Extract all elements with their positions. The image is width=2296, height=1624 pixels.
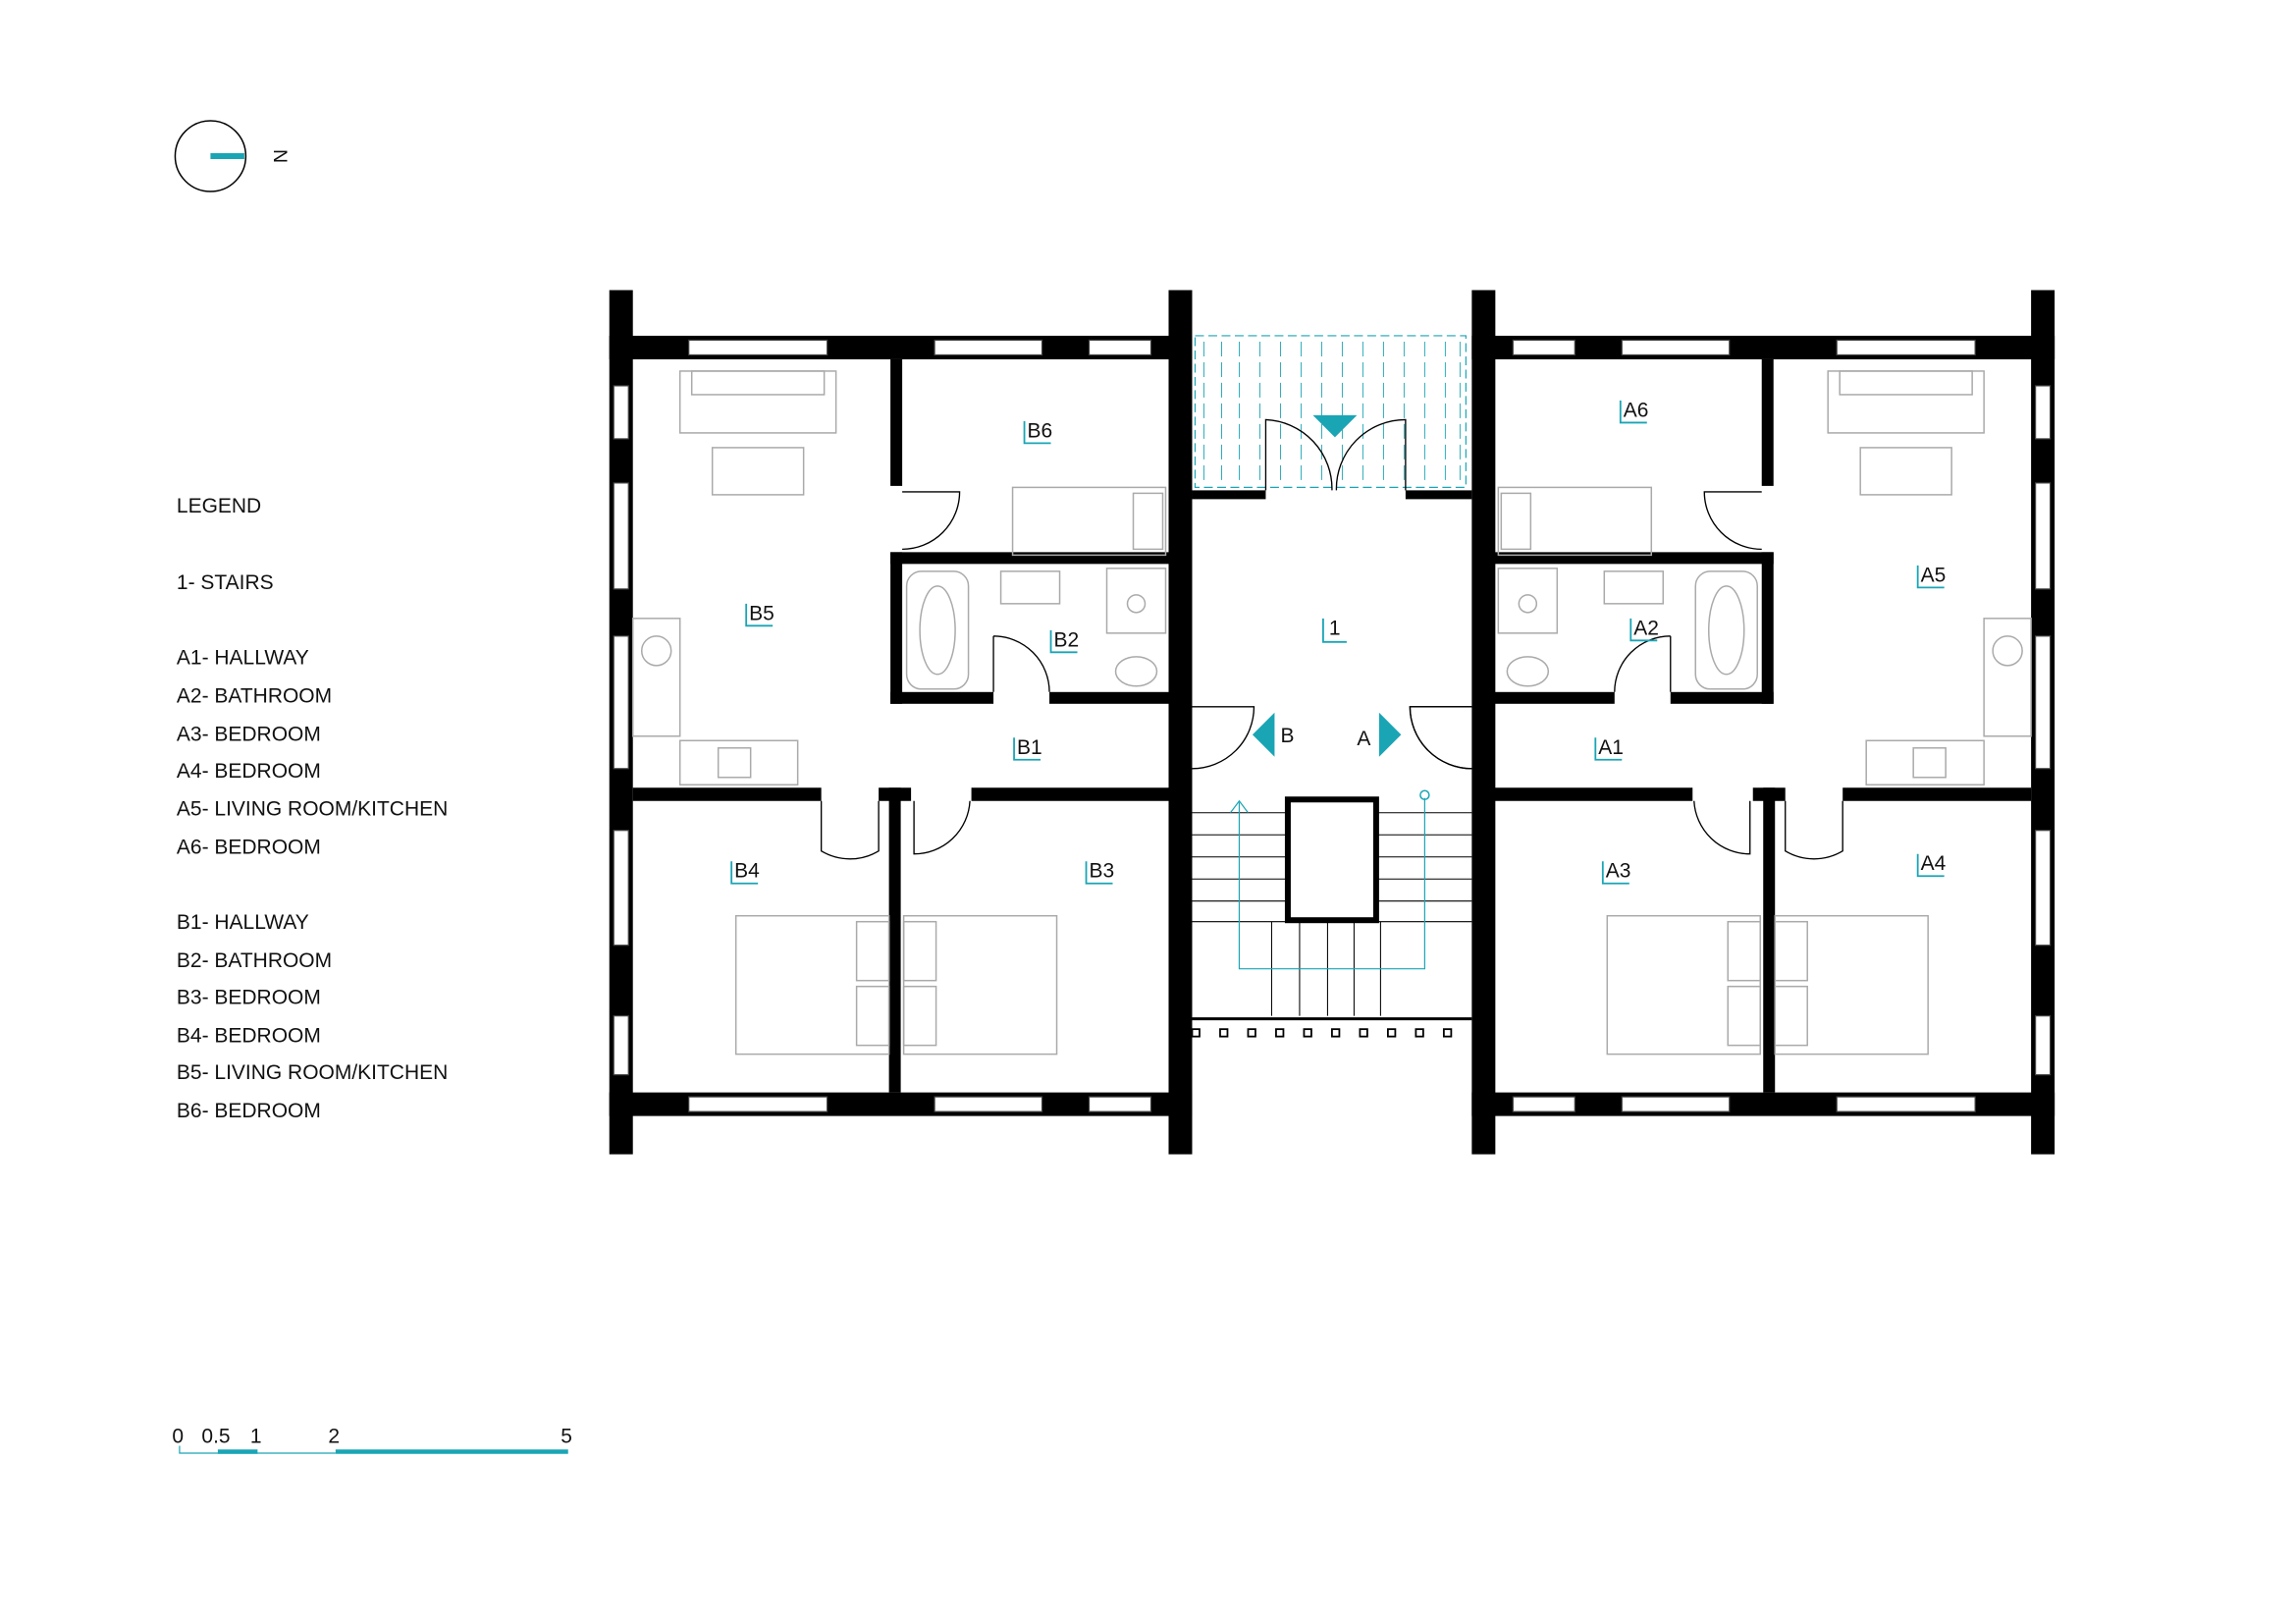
scale-tick-label: 2 — [328, 1425, 340, 1447]
entrance-a-label: A — [1357, 728, 1370, 750]
room-label-a5: A5 — [1916, 564, 1947, 589]
entrance-a-arrow-icon — [1378, 712, 1402, 757]
room-label-1: 1 — [1322, 617, 1347, 643]
room-label-text: A5 — [1921, 564, 1947, 586]
legend-item: A6- BEDROOM — [177, 837, 321, 859]
legend-item: 1- STAIRS — [177, 571, 274, 594]
room-label-text: A1 — [1598, 736, 1624, 759]
room-label-a1: A1 — [1594, 736, 1624, 761]
legend-item: B1- HALLWAY — [177, 911, 309, 934]
legend-item: A4- BEDROOM — [177, 760, 321, 783]
room-label-b4: B4 — [730, 860, 760, 885]
room-label-text: B4 — [734, 860, 760, 883]
legend-item: B5- LIVING ROOM/KITCHEN — [177, 1061, 448, 1084]
room-label-b2: B2 — [1049, 628, 1080, 654]
room-label-text: B3 — [1090, 860, 1115, 883]
legend-item: B6- BEDROOM — [177, 1100, 321, 1122]
room-label-text: A2 — [1633, 617, 1659, 639]
scale-tick-label: 0 — [172, 1425, 184, 1447]
room-label-text: B2 — [1054, 628, 1080, 651]
scale-tick-label: 1 — [250, 1425, 262, 1447]
room-label-text: B5 — [749, 602, 774, 624]
legend-item: B4- BEDROOM — [177, 1025, 321, 1048]
room-label-text: A4 — [1921, 852, 1947, 875]
entrance-b-arrow-icon — [1252, 712, 1275, 757]
room-label-text: 1 — [1329, 617, 1341, 639]
room-label-text: B6 — [1028, 419, 1053, 442]
scale-tick-label: 5 — [561, 1425, 572, 1447]
room-label-a3: A3 — [1601, 860, 1631, 885]
legend-item: B3- BEDROOM — [177, 987, 321, 1009]
legend-item: A5- LIVING ROOM/KITCHEN — [177, 798, 448, 821]
legend: LEGEND 1- STAIRS A1- HALLWAY A2- BATHROO… — [177, 495, 448, 1122]
room-label-a2: A2 — [1629, 617, 1659, 642]
balcony-railing — [1194, 335, 1467, 488]
room-label-b6: B6 — [1023, 419, 1053, 445]
balcony-arrow-icon — [1312, 414, 1358, 438]
stair-core: B A — [1191, 335, 1472, 1038]
north-arrow-icon — [174, 120, 247, 192]
apartment-a-plan — [1409, 289, 2056, 1156]
room-label-b3: B3 — [1085, 860, 1115, 885]
room-label-b1: B1 — [1013, 736, 1042, 761]
room-label-text: B1 — [1017, 736, 1042, 759]
scale-bar: 0 0.5 1 2 5 — [172, 1425, 572, 1454]
legend-item: A2- BATHROOM — [177, 684, 332, 707]
legend-title: LEGEND — [177, 495, 261, 517]
apartment-b-plan — [608, 289, 1255, 1156]
room-label-b5: B5 — [745, 602, 774, 627]
room-labels: 1 B6 B5 B2 B1 B4 B3 A6 A5 A2 A1 A3 A4 — [730, 399, 1947, 885]
legend-item: A3- BEDROOM — [177, 723, 321, 745]
room-label-text: A3 — [1606, 860, 1631, 883]
room-label-a4: A4 — [1916, 852, 1947, 878]
scale-tick-label: 0.5 — [201, 1425, 230, 1447]
room-label-a6: A6 — [1619, 399, 1649, 424]
north-label: N — [269, 149, 291, 163]
entrance-b-label: B — [1280, 725, 1294, 747]
room-label-text: A6 — [1624, 399, 1649, 421]
legend-item: A1- HALLWAY — [177, 646, 309, 669]
legend-item: B2- BATHROOM — [177, 949, 332, 972]
